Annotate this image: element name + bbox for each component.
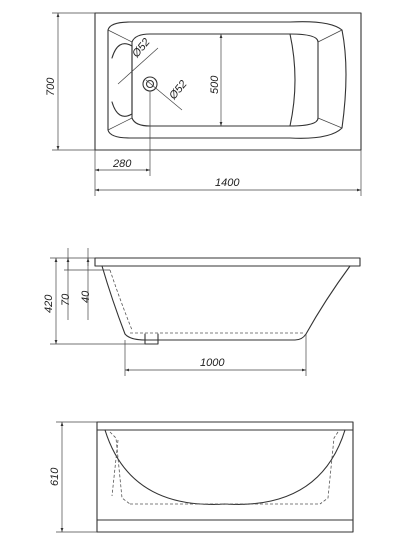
end-view-support-left	[111, 439, 119, 497]
drain-offset-label: 280	[112, 158, 132, 170]
end-view-left-wall-dashed	[109, 431, 131, 505]
top-view: Ø52 Ø52 500 700 280 1400	[45, 12, 362, 196]
drain-outer	[142, 76, 158, 92]
side-view-drain	[144, 333, 159, 345]
basin-left-upper	[107, 29, 133, 43]
tub-height-label: 700	[45, 77, 57, 96]
side-view-inner-dashed	[109, 269, 133, 331]
top-view-basin	[107, 21, 347, 139]
tub-length-label: 1400	[215, 177, 240, 189]
end-height-label: 610	[49, 467, 61, 486]
side-view-shell	[101, 265, 351, 341]
end-view-outline	[96, 421, 354, 533]
inner-width-label: 500	[209, 75, 221, 94]
basin-left-lower	[107, 117, 133, 131]
depth-40-label: 40	[80, 290, 92, 303]
backrest-lower	[317, 117, 343, 129]
side-view: 420 70 40 1000	[43, 248, 361, 376]
top-view-outline	[94, 12, 362, 151]
bottom-length-label: 1000	[200, 357, 225, 369]
backrest-line	[289, 33, 296, 127]
side-height-label: 420	[43, 294, 55, 313]
end-view-basin	[104, 429, 346, 505]
end-view-right-wall-dashed	[319, 431, 339, 505]
drain-diameter-label: Ø52	[166, 78, 189, 102]
drain-inner	[145, 79, 155, 89]
overflow-recess	[111, 43, 133, 117]
top-view-floor	[131, 33, 319, 127]
side-view-rim	[94, 257, 361, 267]
end-view: 610	[49, 421, 354, 533]
depth-70-label: 70	[60, 293, 72, 306]
backrest-upper	[317, 29, 343, 43]
